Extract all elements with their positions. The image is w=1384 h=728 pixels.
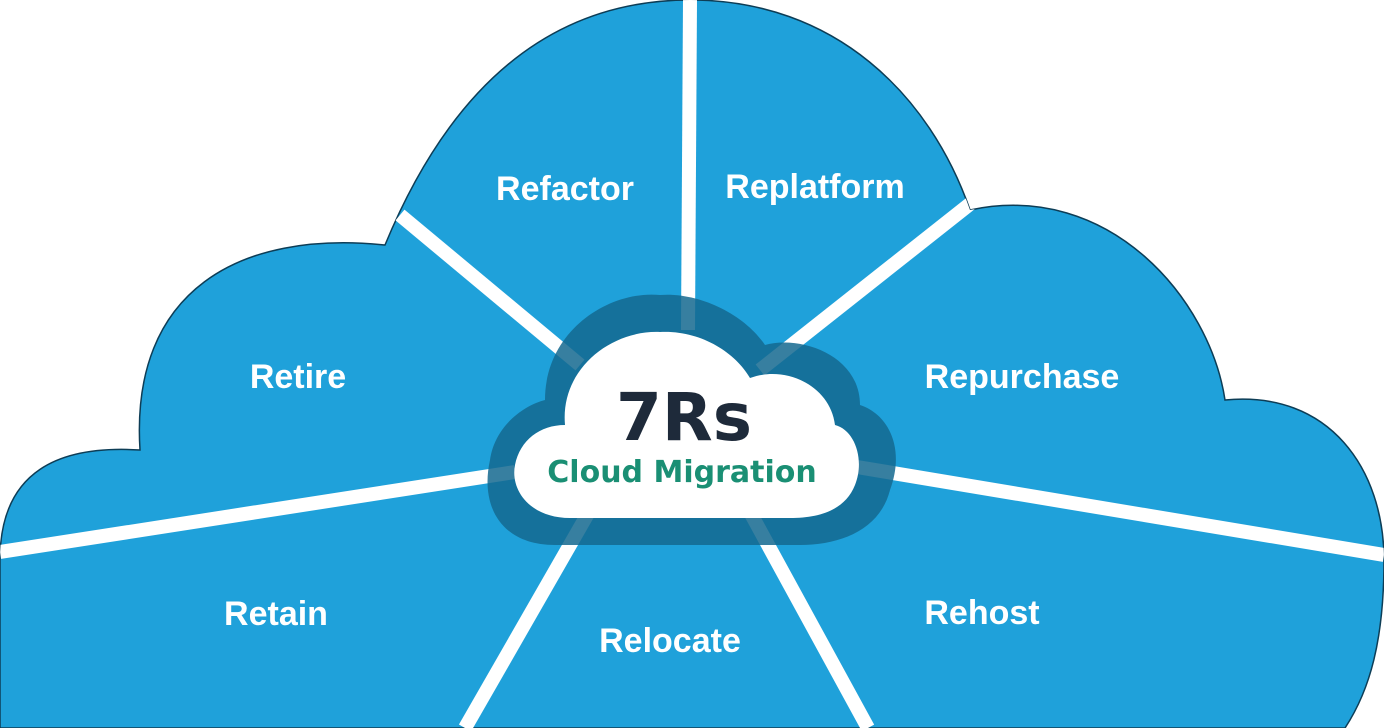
center-cloud xyxy=(514,331,859,518)
center-subtitle: Cloud Migration xyxy=(547,455,816,490)
divider-line xyxy=(743,508,875,728)
segment-label-rehost: Rehost xyxy=(924,594,1039,632)
segment-label-retire: Retire xyxy=(250,358,346,396)
segment-label-relocate: Relocate xyxy=(599,622,741,660)
segment-label-retain: Retain xyxy=(224,595,328,633)
divider-line xyxy=(681,0,697,331)
segment-label-replatform: Replatform xyxy=(725,168,904,206)
divider-line xyxy=(0,465,517,559)
divider-line xyxy=(755,194,980,376)
divider-line xyxy=(843,458,1384,562)
divider-line xyxy=(458,506,597,728)
divider-line xyxy=(395,209,585,371)
center-title: 7Rs xyxy=(616,379,752,456)
segment-label-refactor: Refactor xyxy=(496,170,634,208)
segment-label-repurchase: Repurchase xyxy=(925,358,1120,396)
